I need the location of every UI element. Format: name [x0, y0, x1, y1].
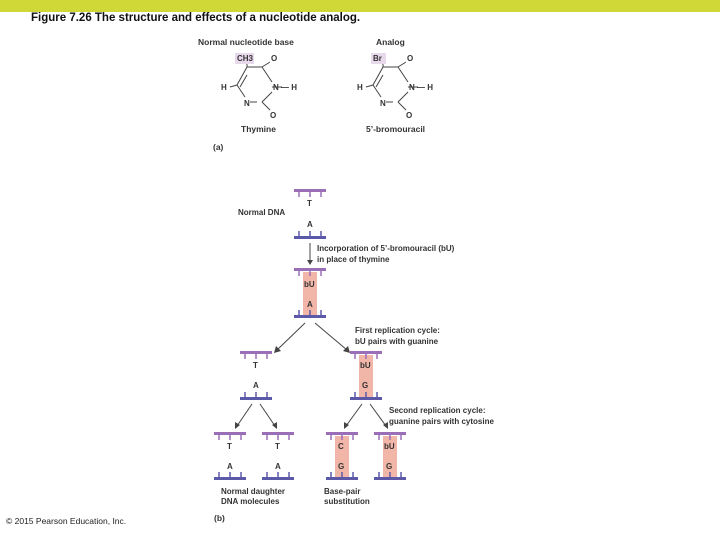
base-t-top: T — [307, 199, 312, 208]
bu-g-pair-gen2 — [374, 432, 406, 480]
branch-arrow-rl — [345, 403, 363, 427]
thymine-substituent-highlight — [235, 53, 254, 64]
incorporation-text-2: in place of thymine — [317, 255, 390, 264]
t-a-pair-gen2-second — [262, 432, 294, 480]
thymine-oxygen-top: O — [271, 54, 277, 63]
copyright-notice: © 2015 Pearson Education, Inc. — [6, 516, 127, 526]
normal-daughter-text-2: DNA molecules — [221, 497, 280, 506]
c-g-pair-gen2 — [326, 432, 358, 480]
branch-arrow-ll — [236, 403, 253, 427]
thymine-nitrogen-bottom: N — [244, 99, 250, 108]
base-g-gen2-left: G — [338, 462, 344, 471]
base-a-gen2-second: A — [275, 462, 281, 471]
incorporation-arrowhead — [307, 260, 313, 265]
base-pair-sub-text-2: substitution — [324, 497, 370, 506]
first-cycle-text-2: bU pairs with guanine — [355, 337, 439, 346]
base-t-gen2-first: T — [227, 442, 232, 451]
base-bu-gen1: bU — [360, 361, 371, 370]
normal-daughter-text-1: Normal daughter — [221, 487, 285, 496]
bromouracil-substituent: Br — [373, 54, 382, 63]
second-cycle-text-1: Second replication cycle: — [389, 406, 485, 415]
base-a-middle: A — [307, 300, 313, 309]
normal-dna-label: Normal DNA — [238, 208, 285, 217]
branch-arrow-lr — [259, 403, 276, 427]
base-a-gen2-first: A — [227, 462, 233, 471]
base-t-gen1: T — [253, 361, 258, 370]
base-bu-gen2: bU — [384, 442, 395, 451]
figure-title: Figure 7.26 The structure and effects of… — [31, 12, 361, 24]
bromouracil-oxygen-top: O — [407, 54, 413, 63]
analog-heading: Analog — [376, 37, 405, 47]
second-cycle-text-2: guanine pairs with cytosine — [389, 417, 494, 426]
thymine-name: Thymine — [241, 124, 276, 134]
bromouracil-name: 5’-bromouracil — [366, 124, 425, 134]
bu-g-pair-gen1 — [350, 351, 382, 400]
base-pair-sub-text-1: Base-pair — [324, 487, 360, 496]
base-g-gen1: G — [362, 381, 368, 390]
bromouracil-oxygen-bottom: O — [406, 111, 412, 120]
bu-a-pair — [294, 268, 326, 318]
normal-base-heading: Normal nucleotide base — [198, 37, 294, 47]
base-g-gen2-right: G — [386, 462, 392, 471]
thymine-nh-group: N — H — [273, 83, 297, 92]
bromouracil-nh-group: N — H — [409, 83, 433, 92]
panel-b-label: (b) — [214, 513, 225, 523]
normal-dna-pair — [294, 189, 326, 239]
branch-arrowhead-ll — [235, 422, 240, 429]
branch-arrow-right — [314, 322, 348, 351]
branch-arrowhead-left — [274, 346, 281, 353]
incorporation-text-1: Incorporation of 5’-bromouracil (bU) — [317, 244, 455, 253]
base-bu-middle: bU — [304, 280, 315, 289]
branch-arrowhead-rr — [383, 422, 388, 429]
branch-arrowhead-rl — [344, 422, 349, 429]
base-a-gen1: A — [253, 381, 259, 390]
top-accent-bar — [0, 0, 720, 12]
t-a-pair-gen1 — [240, 351, 272, 400]
thymine-hydrogen-left: H — [221, 83, 227, 92]
bromouracil-substituent-highlight — [371, 53, 386, 64]
base-c-gen2: C — [338, 442, 344, 451]
first-cycle-text-1: First replication cycle: — [355, 326, 440, 335]
t-a-pair-gen2-first — [214, 432, 246, 480]
thymine-substituent: CH3 — [237, 54, 254, 63]
thymine-oxygen-bottom: O — [270, 111, 276, 120]
base-a-top: A — [307, 220, 313, 229]
bromouracil-structure — [365, 61, 418, 111]
branch-arrow-left — [276, 322, 306, 351]
base-t-gen2-second: T — [275, 442, 280, 451]
branch-arrowhead-lr — [272, 422, 277, 429]
panel-a-label: (a) — [213, 142, 224, 152]
bromouracil-nitrogen-bottom: N — [380, 99, 386, 108]
bromouracil-hydrogen-left: H — [357, 83, 363, 92]
branch-arrow-rr — [369, 403, 387, 427]
branch-arrowhead-right — [343, 346, 350, 353]
